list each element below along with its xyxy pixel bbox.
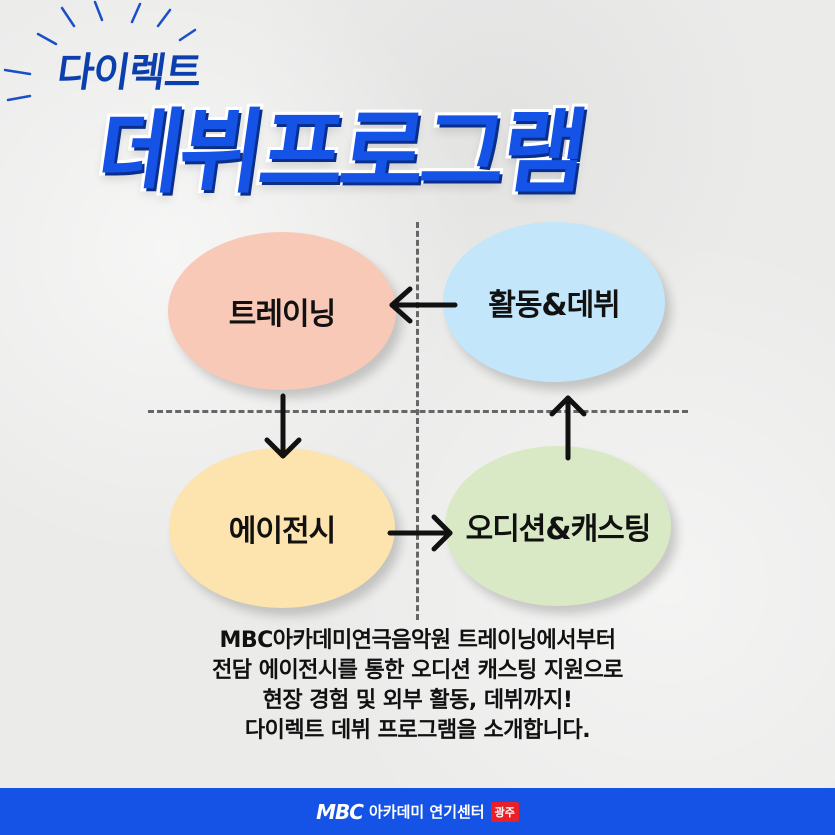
arrow-left-icon xyxy=(389,286,458,324)
mbc-logo: MBC xyxy=(316,799,364,824)
description-line: 전담 에이전시를 통한 오디션 캐스팅 지원으로 xyxy=(212,658,623,683)
arrow-right-icon xyxy=(387,514,453,552)
step-agency: 에이전시 xyxy=(169,448,395,608)
description-line: MBC아카데미연극음악원 트레이닝에서부터 xyxy=(219,628,616,653)
academy-name: 아카데미 연기센터 xyxy=(368,803,485,821)
arrow-down-icon xyxy=(264,393,302,459)
step-activity-debut-label: 활동&데뷔 xyxy=(488,288,621,323)
horizontal-divider xyxy=(148,410,688,413)
step-audition-casting-label: 오디션&캐스팅 xyxy=(465,512,652,547)
arrow-up-icon xyxy=(549,395,587,461)
step-agency-label: 에이전시 xyxy=(228,514,336,549)
description-line: 다이렉트 데뷔 프로그램을 소개합니다. xyxy=(244,718,591,743)
footer-bar: MBC 아카데미 연기센터 광주 xyxy=(0,788,835,835)
step-activity-debut: 활동&데뷔 xyxy=(443,222,665,382)
step-training: 트레이닝 xyxy=(168,232,396,390)
vertical-divider xyxy=(416,222,419,620)
step-training-label: 트레이닝 xyxy=(228,297,336,332)
burst-lines-decoration xyxy=(3,0,197,102)
description-line: 현장 경험 및 외부 활동, 데뷔까지! xyxy=(262,688,573,713)
description: MBC아카데미연극음악원 트레이닝에서부터 전담 에이전시를 통한 오디션 캐스… xyxy=(0,626,835,746)
location-badge: 광주 xyxy=(490,801,519,822)
step-audition-casting: 오디션&캐스팅 xyxy=(445,446,671,606)
